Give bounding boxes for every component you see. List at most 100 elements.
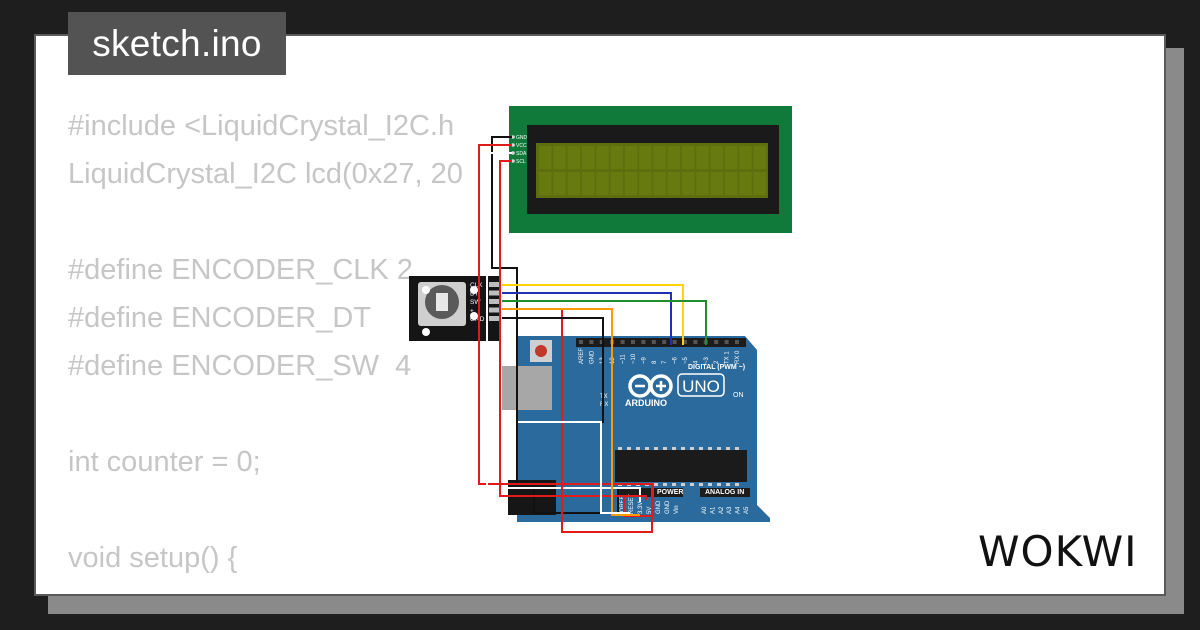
lcd-pin[interactable] [511, 143, 515, 147]
atmega-chip [615, 450, 747, 482]
encoder-shaft [436, 293, 448, 311]
digital-pin[interactable] [631, 340, 635, 344]
digital-pin-label: ~10 [631, 353, 637, 364]
chip-leg [681, 447, 685, 450]
lcd-cell [539, 146, 552, 169]
chip-leg [672, 483, 676, 486]
digital-pin-label: AREF [579, 348, 585, 364]
lcd-pin[interactable] [511, 159, 515, 163]
lcd-cell [610, 146, 623, 169]
digital-pin[interactable] [579, 340, 583, 344]
digital-pin[interactable] [683, 340, 687, 344]
code-line: void setup() { [68, 542, 238, 574]
encoder-pin[interactable] [489, 290, 501, 296]
power-pin-label: Vin [674, 505, 680, 514]
encoder-pin[interactable] [489, 299, 501, 304]
digital-pin-label: ~11 [621, 354, 627, 364]
lcd-pin[interactable] [511, 135, 515, 139]
lcd-cell [667, 146, 681, 169]
chip-leg [618, 447, 622, 450]
lcd-cell [724, 172, 738, 195]
uno-model-label: UNO [682, 377, 720, 396]
lcd-cell [667, 172, 681, 195]
digital-header [576, 338, 746, 347]
digital-pin[interactable] [620, 340, 625, 344]
lcd-cell [653, 146, 666, 169]
chip-leg [726, 447, 730, 450]
lcd-cell [553, 172, 566, 195]
lcd-cell [710, 172, 724, 195]
lcd-cell [682, 146, 695, 169]
uno-badge [677, 373, 725, 397]
analog-pin-label: A2 [719, 506, 725, 514]
arduino-uno-board[interactable]: UNO ARDUINO DIGITAL (PWM ~) POWER ANALOG… [502, 336, 770, 522]
lcd-cell [739, 172, 752, 195]
chip-leg [645, 447, 649, 450]
chip-leg [735, 447, 739, 450]
lcd-cell [710, 146, 724, 169]
wire-enc-plus-orange [502, 308, 640, 516]
lcd-cell [739, 146, 752, 169]
encoder-pin-label: SW [470, 299, 481, 306]
digital-pin-label: 2 [714, 360, 720, 364]
chip-leg [717, 483, 721, 486]
power-label: POWER [657, 489, 683, 496]
sketch-filename-tab[interactable]: sketch.ino [68, 12, 286, 75]
digital-pin[interactable] [672, 340, 677, 344]
digital-pin-label: ~3 [704, 356, 710, 364]
lcd-character-cells [539, 146, 766, 195]
encoder-pin[interactable] [489, 282, 501, 287]
lcd-cell [753, 146, 766, 169]
encoder-mount-hole [422, 286, 430, 294]
power-pin-label: GND [665, 500, 671, 514]
digital-pin[interactable] [651, 340, 656, 344]
lcd-pin-label: GND [516, 135, 528, 141]
encoder-pin[interactable] [489, 316, 501, 321]
chip-leg [708, 483, 712, 486]
chip-leg [663, 483, 667, 486]
on-led-label: ON [733, 392, 744, 399]
digital-pin[interactable] [735, 340, 739, 344]
chip-leg [699, 447, 703, 450]
wire-enc-gnd-white [518, 421, 630, 514]
usb-connector [502, 366, 552, 410]
digital-pin[interactable] [599, 340, 604, 344]
lcd-cell [639, 172, 652, 195]
chip-leg [654, 483, 658, 486]
analog-pin-label: A4 [736, 506, 742, 514]
digital-pin-label: ~9 [641, 356, 647, 364]
wokwi-logo[interactable]: WOKWI [978, 527, 1138, 576]
lcd-cell [753, 172, 766, 195]
analog-in-label: ANALOG IN [705, 489, 744, 496]
power-pin-label: RESET [629, 494, 635, 514]
lcd-cell [696, 172, 709, 195]
digital-pin[interactable] [662, 340, 667, 344]
lcd-cell [724, 146, 738, 169]
power-header [617, 488, 683, 497]
digital-pin[interactable] [589, 340, 594, 344]
digital-pin[interactable] [693, 340, 698, 344]
lcd-cell [696, 146, 709, 169]
digital-pin-label: 8 [652, 360, 658, 364]
lcd-pin[interactable] [511, 151, 515, 155]
code-line: #define ENCODER_SW 4 [68, 350, 412, 382]
code-line: int counter = 0; [68, 446, 261, 478]
encoder-pin[interactable] [489, 307, 501, 313]
analog-pin-label: A5 [744, 506, 750, 514]
analog-pin-label: A3 [727, 506, 733, 514]
chip-leg [726, 483, 730, 486]
chip-leg [690, 483, 694, 486]
encoder-mount-hole [470, 312, 478, 320]
digital-pin[interactable] [724, 340, 729, 344]
wire-lcd-scl [499, 160, 647, 500]
digital-pin[interactable] [714, 340, 719, 344]
digital-pin[interactable] [641, 340, 646, 344]
